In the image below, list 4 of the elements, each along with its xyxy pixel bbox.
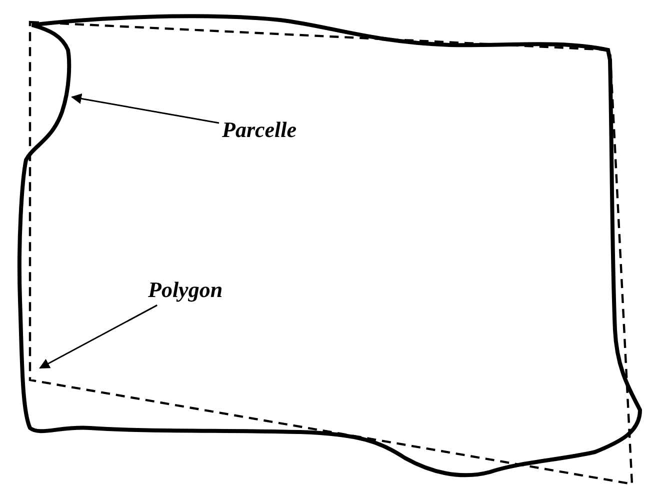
callout-label: Parcelle [222, 118, 297, 142]
leader-line [70, 93, 220, 124]
callout-label: Polygon [148, 278, 223, 302]
leader-line [39, 304, 158, 369]
